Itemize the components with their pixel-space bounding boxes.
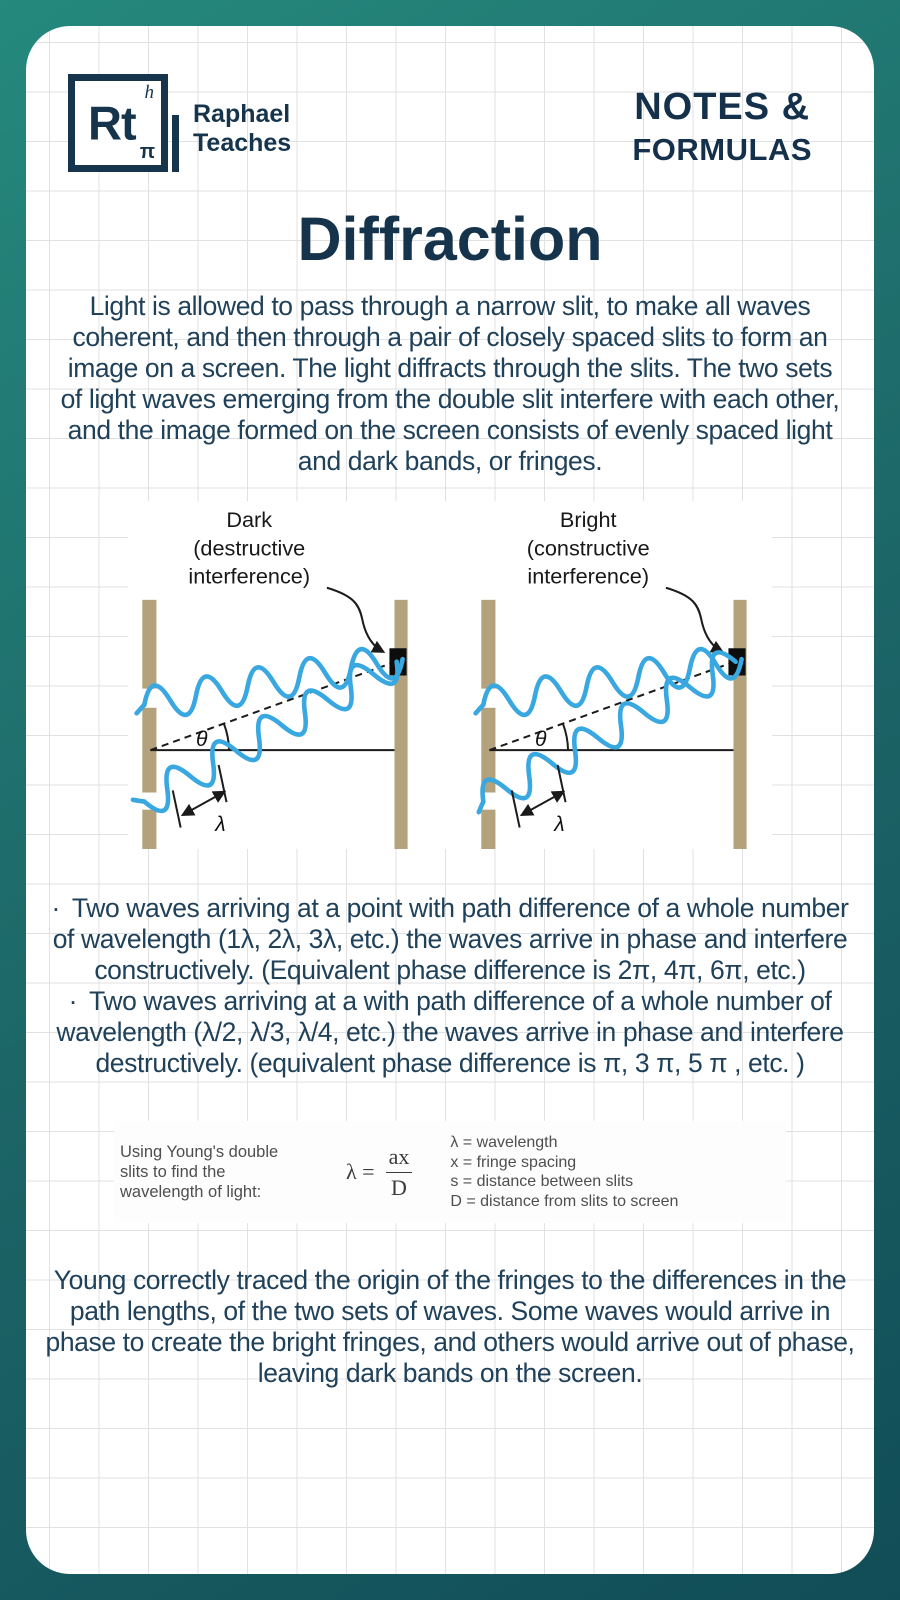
intro-paragraph: Light is allowed to pass through a narro… [60,291,840,476]
header: Rt h π Raphael Teaches NOTES & FORMULAS [26,26,874,172]
notes-card: Rt h π Raphael Teaches NOTES & FORMULAS … [26,26,874,1574]
legend-wavelength: λ = wavelength [450,1134,558,1151]
logo-divider [172,115,179,172]
double-slit-barrier [142,599,157,849]
legend-screen-distance: D = distance from slits to screen [450,1192,679,1210]
formula-caption-line2: slits to find the [120,1163,226,1181]
lower-wave: λ [130,659,400,836]
closing-paragraph: Young correctly traced the origin of the… [45,1265,855,1388]
formula-numerator: ax [388,1144,410,1170]
formula-legend: λ = wavelength x = fringe spacing s = di… [450,1133,725,1211]
brand-line1: Raphael [193,100,291,128]
bullet-item-2: ·Two waves arriving at a with path diffe… [48,986,852,1079]
logo-planck-h: h [144,82,155,103]
double-slit-barrier [481,599,496,849]
brand-name: Raphael Teaches [193,100,291,158]
theta-arc [223,723,231,751]
bullet-text: Two waves arriving at a point with path … [52,893,849,985]
formula-denominator: D [386,1171,412,1199]
lambda-label: λ [214,813,225,836]
lambda-arrow [519,790,566,816]
legend-fringe-spacing: x = fringe spacing [450,1153,577,1171]
legend-slit-distance: s = distance between slits [450,1173,634,1190]
panel-label-line1: Dark [226,507,272,532]
lambda-tick-start [171,790,182,828]
path-dashed-line [489,660,736,752]
panel-label-line3: interference) [527,564,649,589]
header-title-line2: FORMULAS [632,132,812,167]
brand-line2: Teaches [193,129,292,157]
lambda-arrow [180,790,227,816]
upper-wave [473,646,744,718]
label-pointer-arrow [326,586,386,653]
path-dashed-line [150,660,397,752]
logo-pi: π [139,141,155,163]
formula-lhs: λ = [346,1159,375,1184]
logo: Rt h π Raphael Teaches [68,74,291,172]
diffraction-diagram: Dark (destructive interference) θ [128,501,772,849]
panel-label-line2: (destructive [193,535,305,560]
theta-arc [562,723,570,751]
bullet-text: Two waves arriving at a with path differ… [56,986,844,1078]
lambda-tick-start [510,790,521,828]
header-title: NOTES & FORMULAS [632,86,812,168]
diagram-panel-dark: Dark (destructive interference) θ [130,507,408,849]
formula-equation: λ = ax D [346,1144,415,1199]
theta-label: θ [196,728,208,751]
formula-caption: Using Young's double slits to find the w… [120,1142,310,1202]
panel-label-line2: (constructive [527,535,650,560]
panel-label-line1: Bright [560,507,617,532]
bullet-item-1: ·Two waves arriving at a point with path… [48,893,852,986]
screen-bar [394,599,408,849]
bullet-list: ·Two waves arriving at a point with path… [26,893,874,1079]
formula-caption-line3: wavelength of light: [120,1183,262,1201]
lower-wave: λ [476,650,738,836]
screen-bar [733,599,747,849]
diagram-panel-bright: Bright (constructive interference) θ [473,507,747,849]
formula-caption-line1: Using Young's double [120,1143,279,1161]
formula-block: Using Young's double slits to find the w… [114,1121,786,1223]
bullet-marker: · [51,893,60,923]
upper-wave [134,646,405,718]
formula-fraction: ax D [384,1144,415,1199]
label-pointer-arrow [665,586,725,653]
header-title-line1: NOTES & [634,86,811,128]
page-title: Diffraction [297,205,603,273]
bullet-marker: · [68,986,78,1016]
theta-label: θ [535,728,547,751]
lambda-label: λ [553,813,564,836]
logo-box: Rt h π [68,74,168,172]
logo-symbol: Rt [88,96,137,150]
panel-label-line3: interference) [188,564,310,589]
